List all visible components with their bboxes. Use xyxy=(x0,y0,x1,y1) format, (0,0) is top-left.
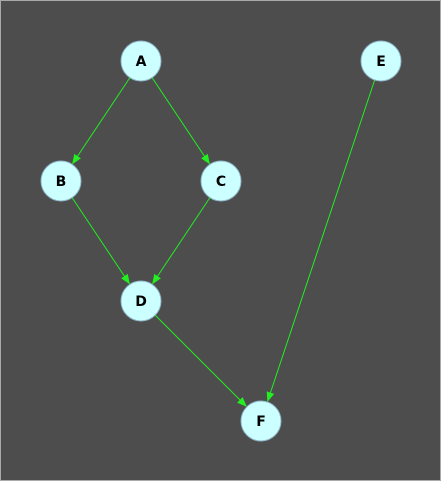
node-b: B xyxy=(40,160,82,202)
node-circle xyxy=(240,400,282,442)
node-label: E xyxy=(376,54,386,70)
node-label: D xyxy=(135,294,147,310)
node-circle xyxy=(120,280,162,322)
node-circle xyxy=(40,160,82,202)
node-label: C xyxy=(216,174,226,190)
node-c: C xyxy=(200,160,242,202)
node-a: A xyxy=(120,40,162,82)
node-circle xyxy=(360,40,402,82)
edge-e-f xyxy=(266,79,376,403)
node-layer: A B C D E F xyxy=(40,40,402,442)
node-d: D xyxy=(120,280,162,322)
node-label: A xyxy=(136,54,147,70)
node-e: E xyxy=(360,40,402,82)
node-circle xyxy=(200,160,242,202)
node-label: F xyxy=(256,414,266,430)
node-label: B xyxy=(56,174,67,190)
edge-c-d xyxy=(152,197,211,285)
edge-b-d xyxy=(71,197,130,285)
edge-layer xyxy=(71,77,376,407)
edge-d-f xyxy=(154,314,247,407)
node-f: F xyxy=(240,400,282,442)
edge-a-c xyxy=(151,77,210,165)
node-circle xyxy=(120,40,162,82)
edge-a-b xyxy=(72,77,131,165)
